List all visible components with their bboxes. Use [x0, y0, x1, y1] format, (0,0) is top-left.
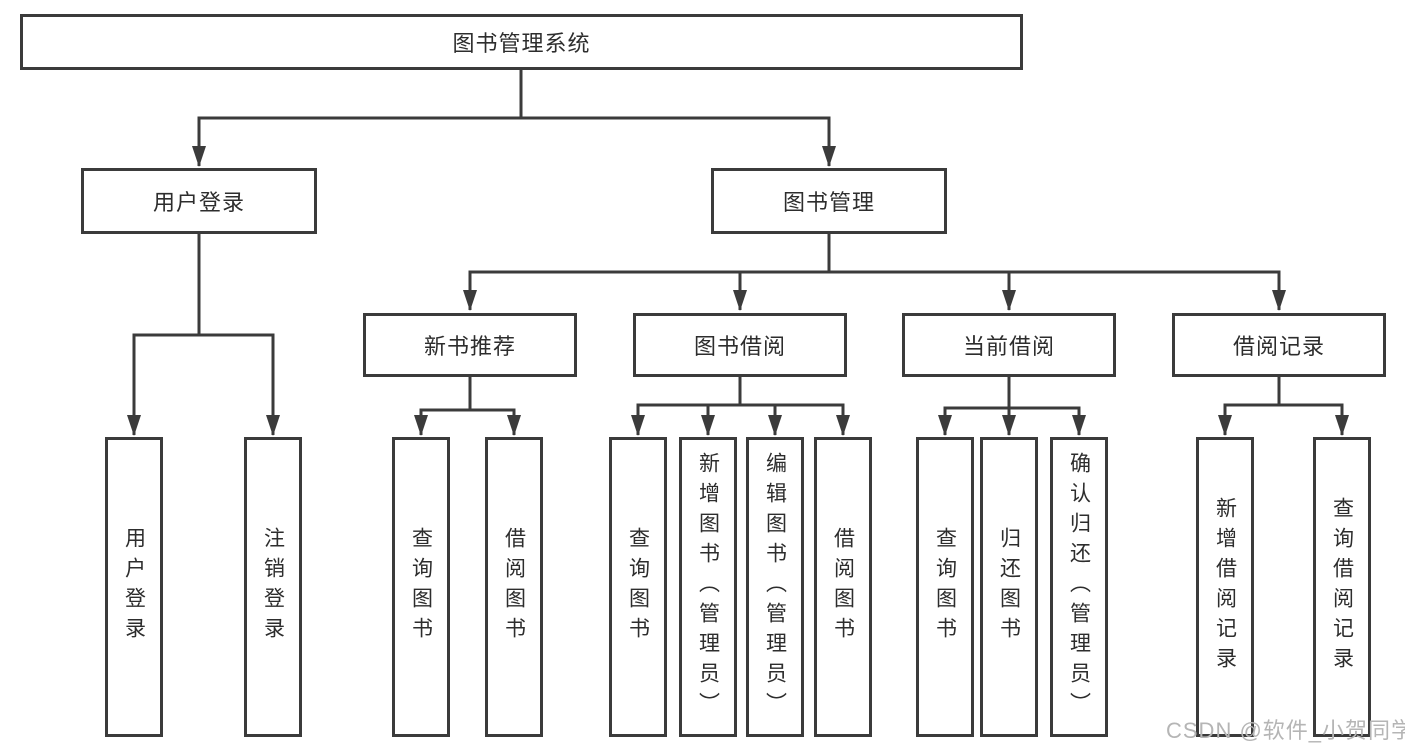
node-new-book-recommend: 新书推荐: [363, 313, 577, 377]
node-book-management: 图书管理: [711, 168, 947, 234]
node-new-book-recommend-label: 新书推荐: [423, 334, 516, 359]
leaf-cb-confirm-return-admin-label: 确认归还（管理员）: [1067, 452, 1091, 722]
node-user-login-label: 用户登录: [152, 190, 245, 215]
leaf-bb-query-book-label: 查询图书: [626, 527, 650, 647]
leaf-bb-borrow-book-label: 借阅图书: [831, 527, 855, 647]
leaf-cb-return-book: 归还图书: [980, 437, 1038, 737]
leaf-bb-query-book: 查询图书: [609, 437, 667, 737]
node-book-borrow-label: 图书借阅: [693, 334, 786, 359]
leaf-cb-query-book: 查询图书: [916, 437, 974, 737]
leaf-br-add-record: 新增借阅记录: [1196, 437, 1254, 737]
connector-book-borrow-children: [631, 375, 850, 436]
leaf-rec-query-book-label: 查询图书: [409, 527, 433, 647]
leaf-logout-label: 注销登录: [261, 527, 285, 647]
leaf-rec-borrow-book-label: 借阅图书: [502, 527, 526, 647]
leaf-br-query-record: 查询借阅记录: [1313, 437, 1371, 737]
csdn-watermark: CSDN @软件_小贺同学: [1166, 718, 1405, 743]
connector-borrow-records-children: [1218, 375, 1349, 436]
connector-user-login-children: [127, 232, 280, 436]
node-current-borrow: 当前借阅: [902, 313, 1116, 377]
node-root-label: 图书管理系统: [452, 31, 591, 56]
connector-current-borrow-children: [938, 375, 1086, 436]
connector-root-to-level2: [192, 68, 836, 167]
leaf-cb-return-book-label: 归还图书: [997, 527, 1021, 647]
node-current-borrow-label: 当前借阅: [962, 334, 1055, 359]
node-borrow-records: 借阅记录: [1172, 313, 1386, 377]
node-book-borrow: 图书借阅: [633, 313, 847, 377]
leaf-cb-confirm-return-admin: 确认归还（管理员）: [1050, 437, 1108, 737]
leaf-logout: 注销登录: [244, 437, 302, 737]
node-book-management-label: 图书管理: [782, 190, 875, 215]
leaf-bb-add-book-admin-label: 新增图书（管理员）: [696, 452, 720, 722]
leaf-cb-query-book-label: 查询图书: [933, 527, 957, 647]
node-root: 图书管理系统: [20, 14, 1023, 70]
leaf-br-query-record-label: 查询借阅记录: [1330, 497, 1354, 677]
leaf-bb-borrow-book: 借阅图书: [814, 437, 872, 737]
leaf-bb-add-book-admin: 新增图书（管理员）: [679, 437, 737, 737]
leaf-rec-query-book: 查询图书: [392, 437, 450, 737]
node-borrow-records-label: 借阅记录: [1232, 334, 1325, 359]
leaf-bb-edit-book-admin-label: 编辑图书（管理员）: [763, 452, 787, 722]
leaf-bb-edit-book-admin: 编辑图书（管理员）: [746, 437, 804, 737]
leaf-rec-borrow-book: 借阅图书: [485, 437, 543, 737]
connector-book-management-children: [463, 232, 1286, 311]
leaf-user-login-label: 用户登录: [122, 527, 146, 647]
connector-new-book-recommend-children: [414, 375, 521, 436]
leaf-user-login: 用户登录: [105, 437, 163, 737]
node-user-login: 用户登录: [81, 168, 317, 234]
leaf-br-add-record-label: 新增借阅记录: [1213, 497, 1237, 677]
